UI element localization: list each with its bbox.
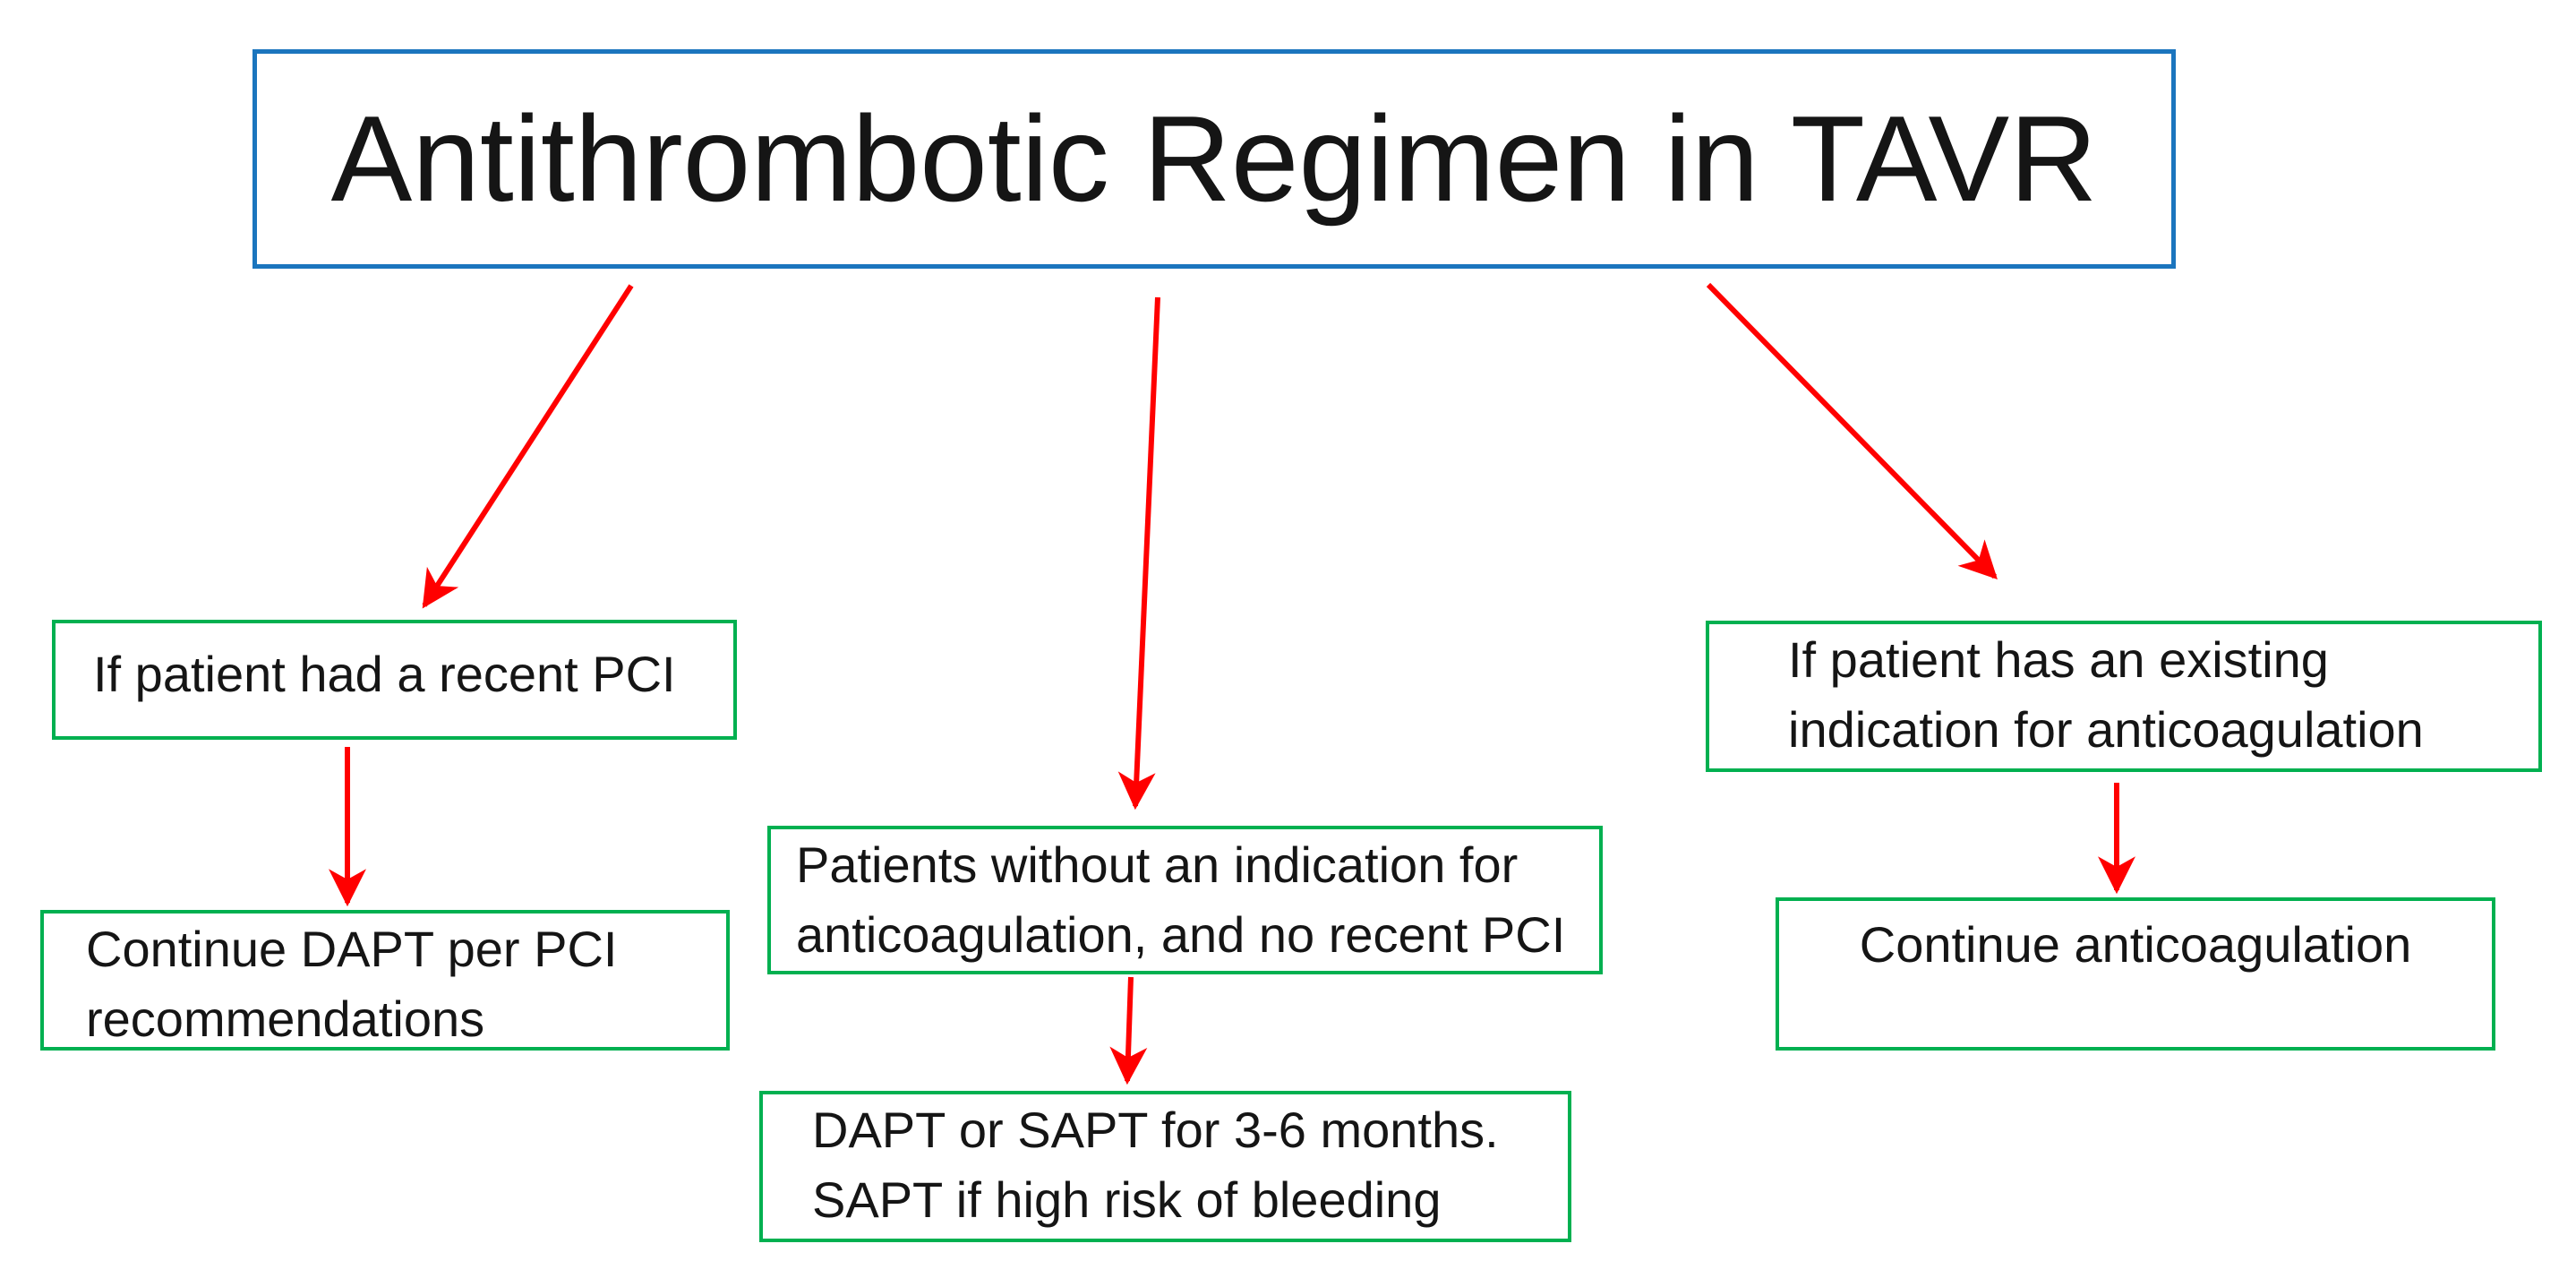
left-outcome-text-line1: Continue DAPT per PCI: [86, 921, 618, 977]
middle-outcome-text-line2: SAPT if high risk of bleeding: [812, 1171, 1442, 1228]
title-box: Antithrombotic Regimen in TAVR: [252, 49, 2176, 269]
middle-condition-box: Patients without an indication for antic…: [767, 826, 1603, 974]
right-condition-box: If patient has an existing indication fo…: [1706, 621, 2542, 772]
right-outcome-text: Continue anticoagulation: [1859, 916, 2412, 973]
left-outcome-box: Continue DAPT per PCI recommendations: [40, 910, 730, 1051]
arrow-title-to-right-condition: [1706, 282, 1998, 579]
right-condition-text-line1: If patient has an existing: [1788, 631, 2329, 688]
middle-outcome-box: DAPT or SAPT for 3-6 months. SAPT if hig…: [759, 1091, 1571, 1242]
arrow-title-to-left-condition: [422, 284, 634, 609]
middle-condition-text-line1: Patients without an indication for: [796, 836, 1519, 893]
page-title: Antithrombotic Regimen in TAVR: [330, 90, 2098, 227]
right-condition-text-line2: indication for anticoagulation: [1788, 701, 2424, 758]
middle-condition-text-line2: anticoagulation, and no recent PCI: [796, 906, 1566, 963]
arrow-middle-condition-to-outcome: [1109, 976, 1148, 1085]
middle-outcome-text-line1: DAPT or SAPT for 3-6 months.: [812, 1102, 1499, 1158]
left-outcome-text-line2: recommendations: [86, 991, 485, 1047]
right-outcome-box: Continue anticoagulation: [1776, 897, 2495, 1051]
left-condition-text: If patient had a recent PCI: [93, 646, 676, 702]
arrow-title-to-middle-condition: [1117, 296, 1160, 811]
left-condition-box: If patient had a recent PCI: [52, 620, 737, 740]
